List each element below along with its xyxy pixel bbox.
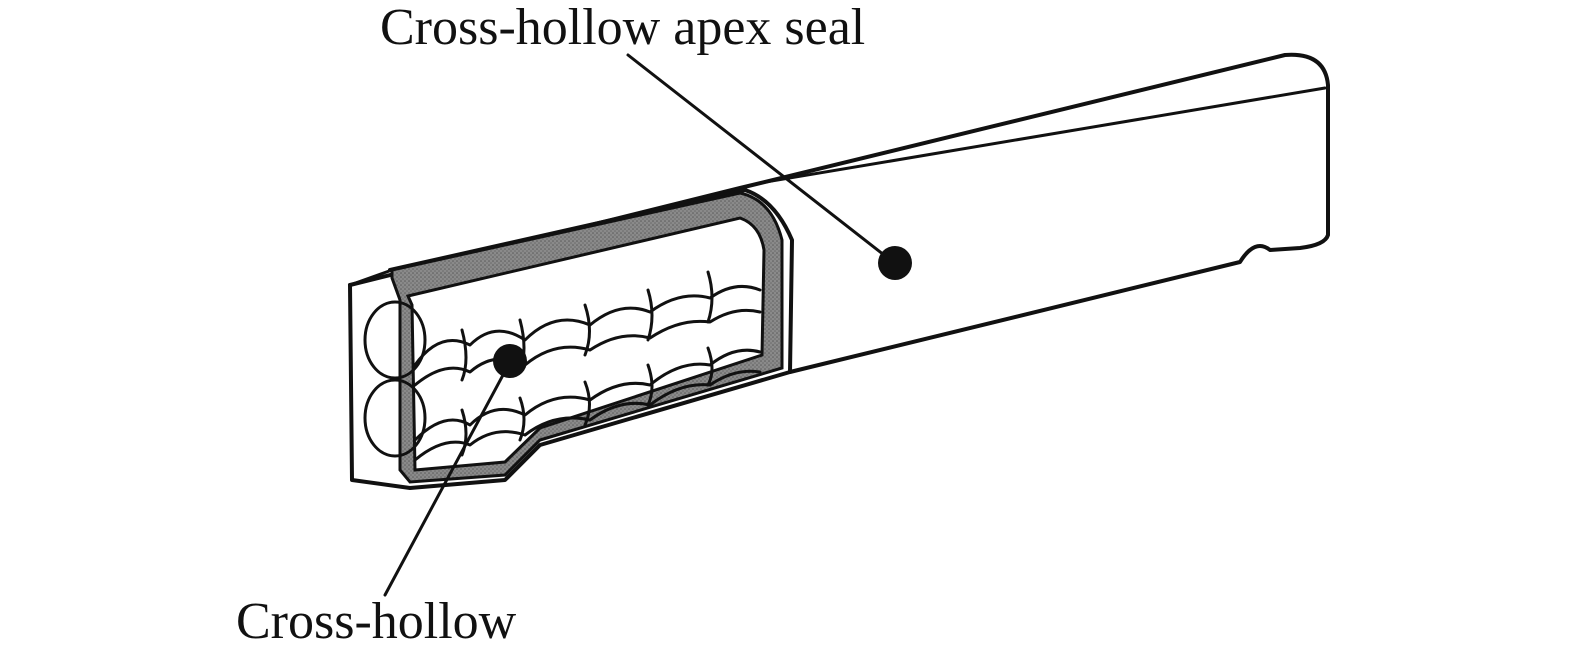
hollow-circle-lower (363, 378, 427, 458)
cross-hollow-cells (363, 270, 762, 462)
hollow-circle-upper (363, 300, 427, 380)
leader-apex-seal (626, 53, 912, 280)
label-apex-seal: Cross-hollow apex seal (380, 0, 865, 56)
cross-section-shell (390, 191, 784, 484)
marker-dot-cross-hollow (493, 344, 527, 378)
marker-dot-apex-seal (878, 246, 912, 280)
label-cross-hollow: Cross-hollow (236, 593, 517, 650)
leader-cross-hollow (383, 344, 527, 597)
